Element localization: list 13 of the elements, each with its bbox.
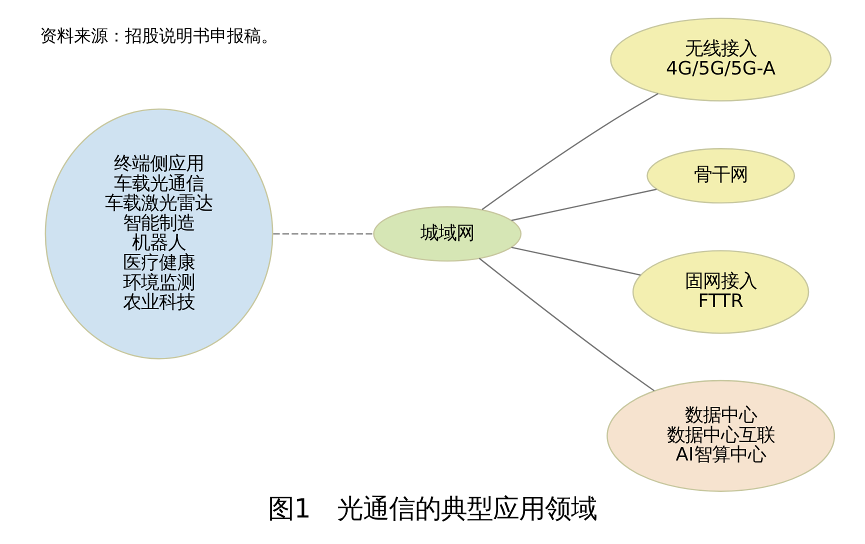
node-ellipse: 无线接入 4G/5G/5G-A — [610, 18, 832, 102]
node-ellipse: 固网接入 FTTR — [632, 250, 810, 334]
label: 资料来源：招股说明书申报稿。 — [40, 26, 278, 47]
node-ellipse: 城域网 — [373, 206, 522, 262]
connector — [273, 233, 374, 235]
connector — [478, 258, 655, 392]
node-circle: 终端侧应用 车载光通信 车载激光雷达 智能制造 机器人 医疗健康 环境监测 农业科技 — [44, 108, 274, 360]
connector — [482, 93, 658, 210]
connector — [511, 246, 641, 276]
node-ellipse: 数据中心 数据中心互联 AI智算中心 — [606, 380, 836, 492]
node-ellipse: 骨干网 — [646, 148, 796, 204]
connector — [511, 188, 657, 222]
caption: 图1 光通信的典型应用领域 — [268, 493, 597, 524]
